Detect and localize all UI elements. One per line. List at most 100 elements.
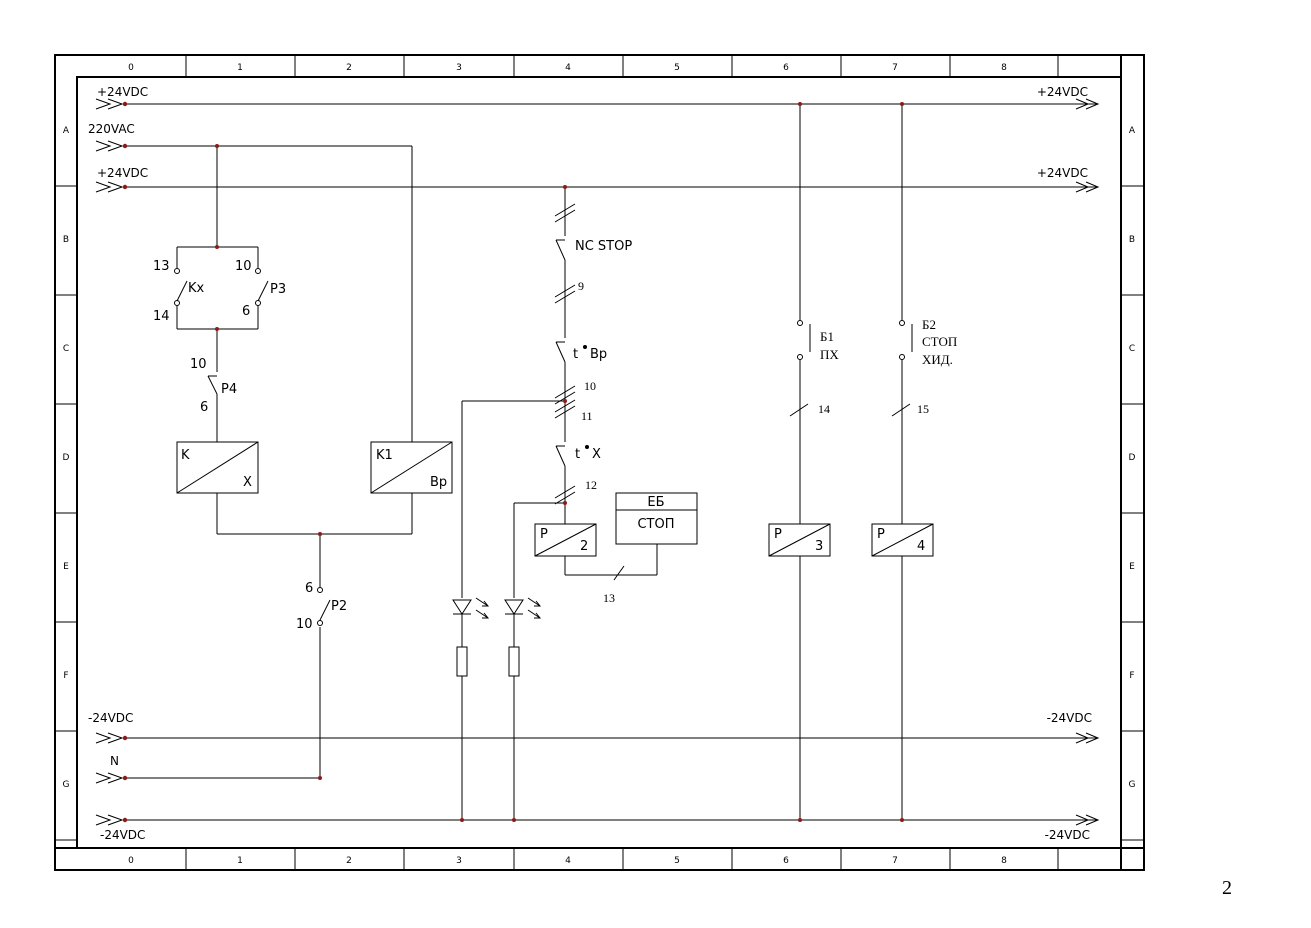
ac-junction-nodes <box>215 144 322 780</box>
rail-labels: +24VDC +24VDC 220VAC +24VDC +24VDC -24VD… <box>88 85 1092 842</box>
timer-dots <box>583 345 589 449</box>
contact-p4 <box>207 375 218 395</box>
rail-label: 220VAC <box>88 122 135 136</box>
t-vr-suffix: Bp <box>590 347 607 362</box>
p2-terminal-top: 6 <box>305 581 313 596</box>
b2-contact-bottom <box>899 354 905 360</box>
p4-terminal-bottom: 6 <box>200 400 208 415</box>
stop-chain-wiring <box>461 187 658 820</box>
sensor-branches-wiring <box>789 104 913 820</box>
t-vr-t: t <box>573 347 578 362</box>
row-label-left: C <box>63 344 69 354</box>
p3-terminal-top: 10 <box>235 259 252 274</box>
row-label-right: A <box>1129 126 1136 136</box>
wire-numbers: 9 10 11 12 13 14 15 <box>578 279 929 605</box>
rail-label: -24VDC <box>88 711 133 725</box>
col-label-bottom: 4 <box>565 856 571 866</box>
contact-p2 <box>317 587 331 626</box>
wire-number-9: 9 <box>578 279 584 293</box>
relay-p4-coil <box>871 523 934 557</box>
col-label-bottom: 2 <box>346 856 352 866</box>
rail-label: +24VDC <box>97 85 148 99</box>
row-label-left: G <box>63 780 70 790</box>
col-label-top: 0 <box>128 63 134 73</box>
relay-2-top: P <box>540 527 548 542</box>
rail-label: +24VDC <box>1037 85 1088 99</box>
kx-terminal-top: 13 <box>153 259 170 274</box>
eb-body: СТОП <box>637 517 674 532</box>
b1-contact-top <box>797 320 803 326</box>
column-labels: 0 1 2 3 4 5 6 7 8 0 1 2 3 4 5 6 7 8 <box>128 63 1007 866</box>
row-label-right: C <box>1129 344 1135 354</box>
t-vr-label: t <box>573 347 578 362</box>
relay-2-bottom: 2 <box>580 539 588 554</box>
col-label-bottom: 8 <box>1001 856 1007 866</box>
b1-contact-bottom <box>797 354 803 360</box>
wire-number-12: 12 <box>585 478 597 492</box>
kx-terminal-bottom: 14 <box>153 309 170 324</box>
row-label-right: G <box>1129 780 1136 790</box>
row-label-left: E <box>63 562 69 572</box>
row-label-right: D <box>1129 453 1136 463</box>
b2-label: Б2 <box>922 317 936 332</box>
p2-terminal-bottom: 10 <box>296 617 313 632</box>
resistor-1 <box>456 646 468 677</box>
sensor-labels: Б1 ПХ Б2 СТОП ХИД. <box>820 317 957 367</box>
rail-label: -24VDC <box>100 828 145 842</box>
relay-p2-coil <box>534 523 597 557</box>
rail-exit-arrows <box>1075 98 1100 826</box>
ac-contact-labels: 13 Kx 14 10 P3 6 10 P4 6 6 P2 10 <box>153 259 347 632</box>
sensor-contacts <box>797 320 905 360</box>
stop-chain-labels: NC STOP t Bp t X P 2 ЕБ СТОП <box>540 239 675 554</box>
contact-p3 <box>255 268 269 306</box>
coil-labels: K X K1 Bp <box>181 448 447 490</box>
p3-terminal-bottom: 6 <box>242 304 250 319</box>
b2-sub1: СТОП <box>922 334 957 349</box>
b2-sub2: ХИД. <box>922 352 953 367</box>
wire-number-15: 15 <box>917 402 929 416</box>
rail-label: -24VDC <box>1047 711 1092 725</box>
col-label-top: 8 <box>1001 63 1007 73</box>
resistor-2 <box>508 646 520 677</box>
coil-k <box>176 441 259 494</box>
col-label-bottom: 1 <box>237 856 243 866</box>
col-label-bottom: 5 <box>674 856 680 866</box>
contact-kx <box>174 268 188 306</box>
coil-k1 <box>370 441 453 494</box>
p2-label: P2 <box>331 599 347 614</box>
nc-stop-label: NC STOP <box>575 239 632 254</box>
power-rails <box>95 98 1100 826</box>
col-label-bottom: 0 <box>128 856 134 866</box>
row-label-left: B <box>63 235 69 245</box>
wire-number-10: 10 <box>584 379 596 393</box>
stop-chain-nodes <box>460 185 567 822</box>
rail-label: +24VDC <box>1037 166 1088 180</box>
wire-number-11: 11 <box>581 409 593 423</box>
coil-k-bottom: X <box>243 475 252 490</box>
wire-number-13: 13 <box>603 591 615 605</box>
b2-contact-top <box>899 320 905 326</box>
p4-terminal-top: 10 <box>190 357 207 372</box>
led-1 <box>452 597 490 619</box>
led-2 <box>504 597 542 619</box>
col-label-bottom: 7 <box>892 856 898 866</box>
col-label-top: 5 <box>674 63 680 73</box>
t-x-label: t <box>575 447 580 462</box>
drawing-frame <box>54 54 1145 871</box>
rail-entry-nodes <box>122 101 128 823</box>
row-labels: A B C D E F G A B C D E F G <box>63 126 1136 790</box>
p4-label: P4 <box>221 382 237 397</box>
col-label-top: 7 <box>892 63 898 73</box>
row-label-right: E <box>1129 562 1135 572</box>
b1-label: Б1 <box>820 329 834 344</box>
col-label-bottom: 6 <box>783 856 789 866</box>
sensor-nodes <box>798 102 904 822</box>
col-label-bottom: 3 <box>456 856 462 866</box>
rail-entry-arrows <box>95 98 124 826</box>
row-label-right: B <box>1129 235 1135 245</box>
kx-label: Kx <box>188 281 205 296</box>
rail-label: N <box>110 754 119 768</box>
rail-label: +24VDC <box>97 166 148 180</box>
page-number: 2 <box>1222 877 1232 899</box>
